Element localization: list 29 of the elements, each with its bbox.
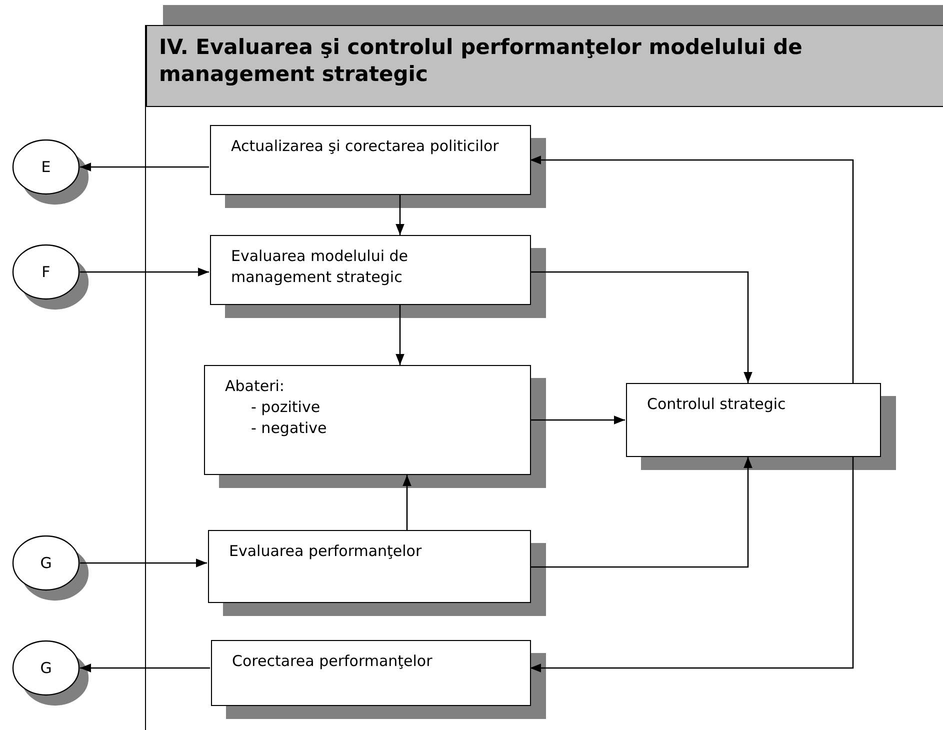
arrow [80,268,209,276]
arrow [80,162,209,172]
arrow [530,457,854,672]
arrow [396,305,404,365]
arrow [530,457,752,568]
circle-label: G [40,659,52,677]
arrow [530,416,625,424]
box-text: Controlul strategic [647,394,787,415]
connector-circle [12,139,80,195]
arrow [396,195,404,235]
box-text: Corectarea performanţelor [232,651,434,672]
box-text: - pozitive [250,397,322,418]
box-text: - negative [250,418,328,439]
arrow [80,558,207,568]
connector-circle [12,640,80,696]
box-text: Abateri: [225,376,286,397]
connector-circle [12,244,80,300]
panel-title: IV. Evaluarea şi controlul performanţelor modelului de management strategic [159,34,804,88]
circle-label: E [41,158,51,176]
arrow [80,664,210,672]
box-text: Actualizarea şi corectarea politicilor [231,136,500,157]
arrow [530,271,752,383]
circle-label: G [40,554,52,572]
box-text: Evaluarea modelului de management strategic [231,246,410,288]
connector-circle [12,535,80,591]
circle-label: F [42,263,50,281]
arrow [402,475,412,530]
box-text: Evaluarea performanţelor [229,541,423,562]
arrow [530,156,854,383]
